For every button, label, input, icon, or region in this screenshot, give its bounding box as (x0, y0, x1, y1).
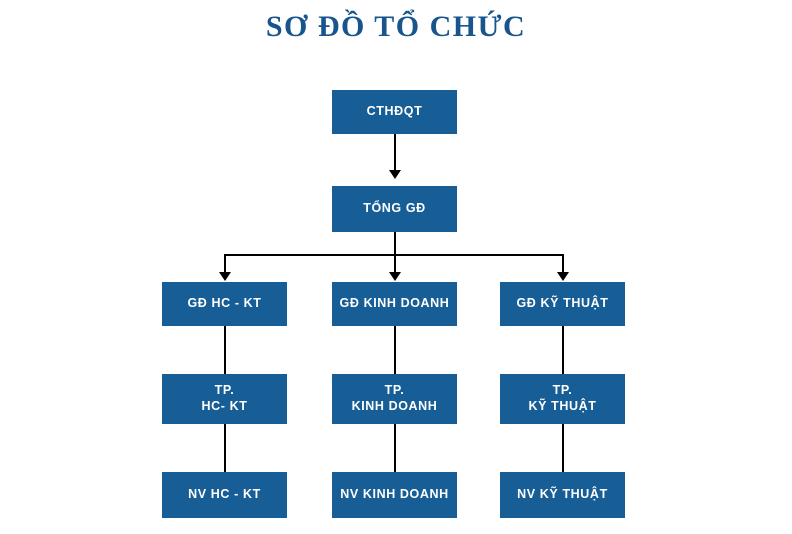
connector-gd-ky-thuat-to-tp (562, 326, 564, 374)
node-cthdqt[interactable]: CTHĐQT (332, 90, 457, 134)
page-title: SƠ ĐỒ TỔ CHỨC (265, 10, 527, 43)
left-margin-band (0, 0, 132, 534)
node-gd-kinh-doanh[interactable]: GĐ KINH DOANH (332, 282, 457, 326)
connector-bus-to-gd-hc-kt (224, 254, 226, 274)
connector-gd-kinh-doanh-to-tp (394, 326, 396, 374)
connector-bus-to-gd-kinh-doanh (394, 254, 396, 274)
connector-tp-ky-thuat-to-nv (562, 424, 564, 472)
arrow-gd-hc-kt (219, 272, 231, 281)
connector-cthdqt-to-tong-gd (394, 134, 396, 170)
arrow-tong-gd (389, 170, 401, 179)
right-margin-band (660, 0, 792, 534)
arrow-gd-kinh-doanh (389, 272, 401, 281)
arrow-gd-ky-thuat (557, 272, 569, 281)
node-tp-hc-kt[interactable]: TP. HC- KT (162, 374, 287, 424)
diagram-canvas: SƠ ĐỒ TỔ CHỨC CTHĐQT TỔNG GĐ GĐ HC - KT … (132, 0, 660, 534)
node-nv-kinh-doanh[interactable]: NV KINH DOANH (332, 472, 457, 518)
node-nv-ky-thuat[interactable]: NV KỸ THUẬT (500, 472, 625, 518)
node-nv-hc-kt[interactable]: NV HC - KT (162, 472, 287, 518)
connector-tp-hc-kt-to-nv (224, 424, 226, 472)
connector-bus-to-gd-ky-thuat (562, 254, 564, 274)
node-tp-ky-thuat[interactable]: TP. KỸ THUẬT (500, 374, 625, 424)
node-tong-gd[interactable]: TỔNG GĐ (332, 186, 457, 232)
node-gd-hc-kt[interactable]: GĐ HC - KT (162, 282, 287, 326)
node-tp-kinh-doanh[interactable]: TP. KINH DOANH (332, 374, 457, 424)
connector-tp-kinh-doanh-to-nv (394, 424, 396, 472)
connector-gd-hc-kt-to-tp (224, 326, 226, 374)
connector-tong-gd-trunk (394, 232, 396, 255)
node-gd-ky-thuat[interactable]: GĐ KỸ THUẬT (500, 282, 625, 326)
